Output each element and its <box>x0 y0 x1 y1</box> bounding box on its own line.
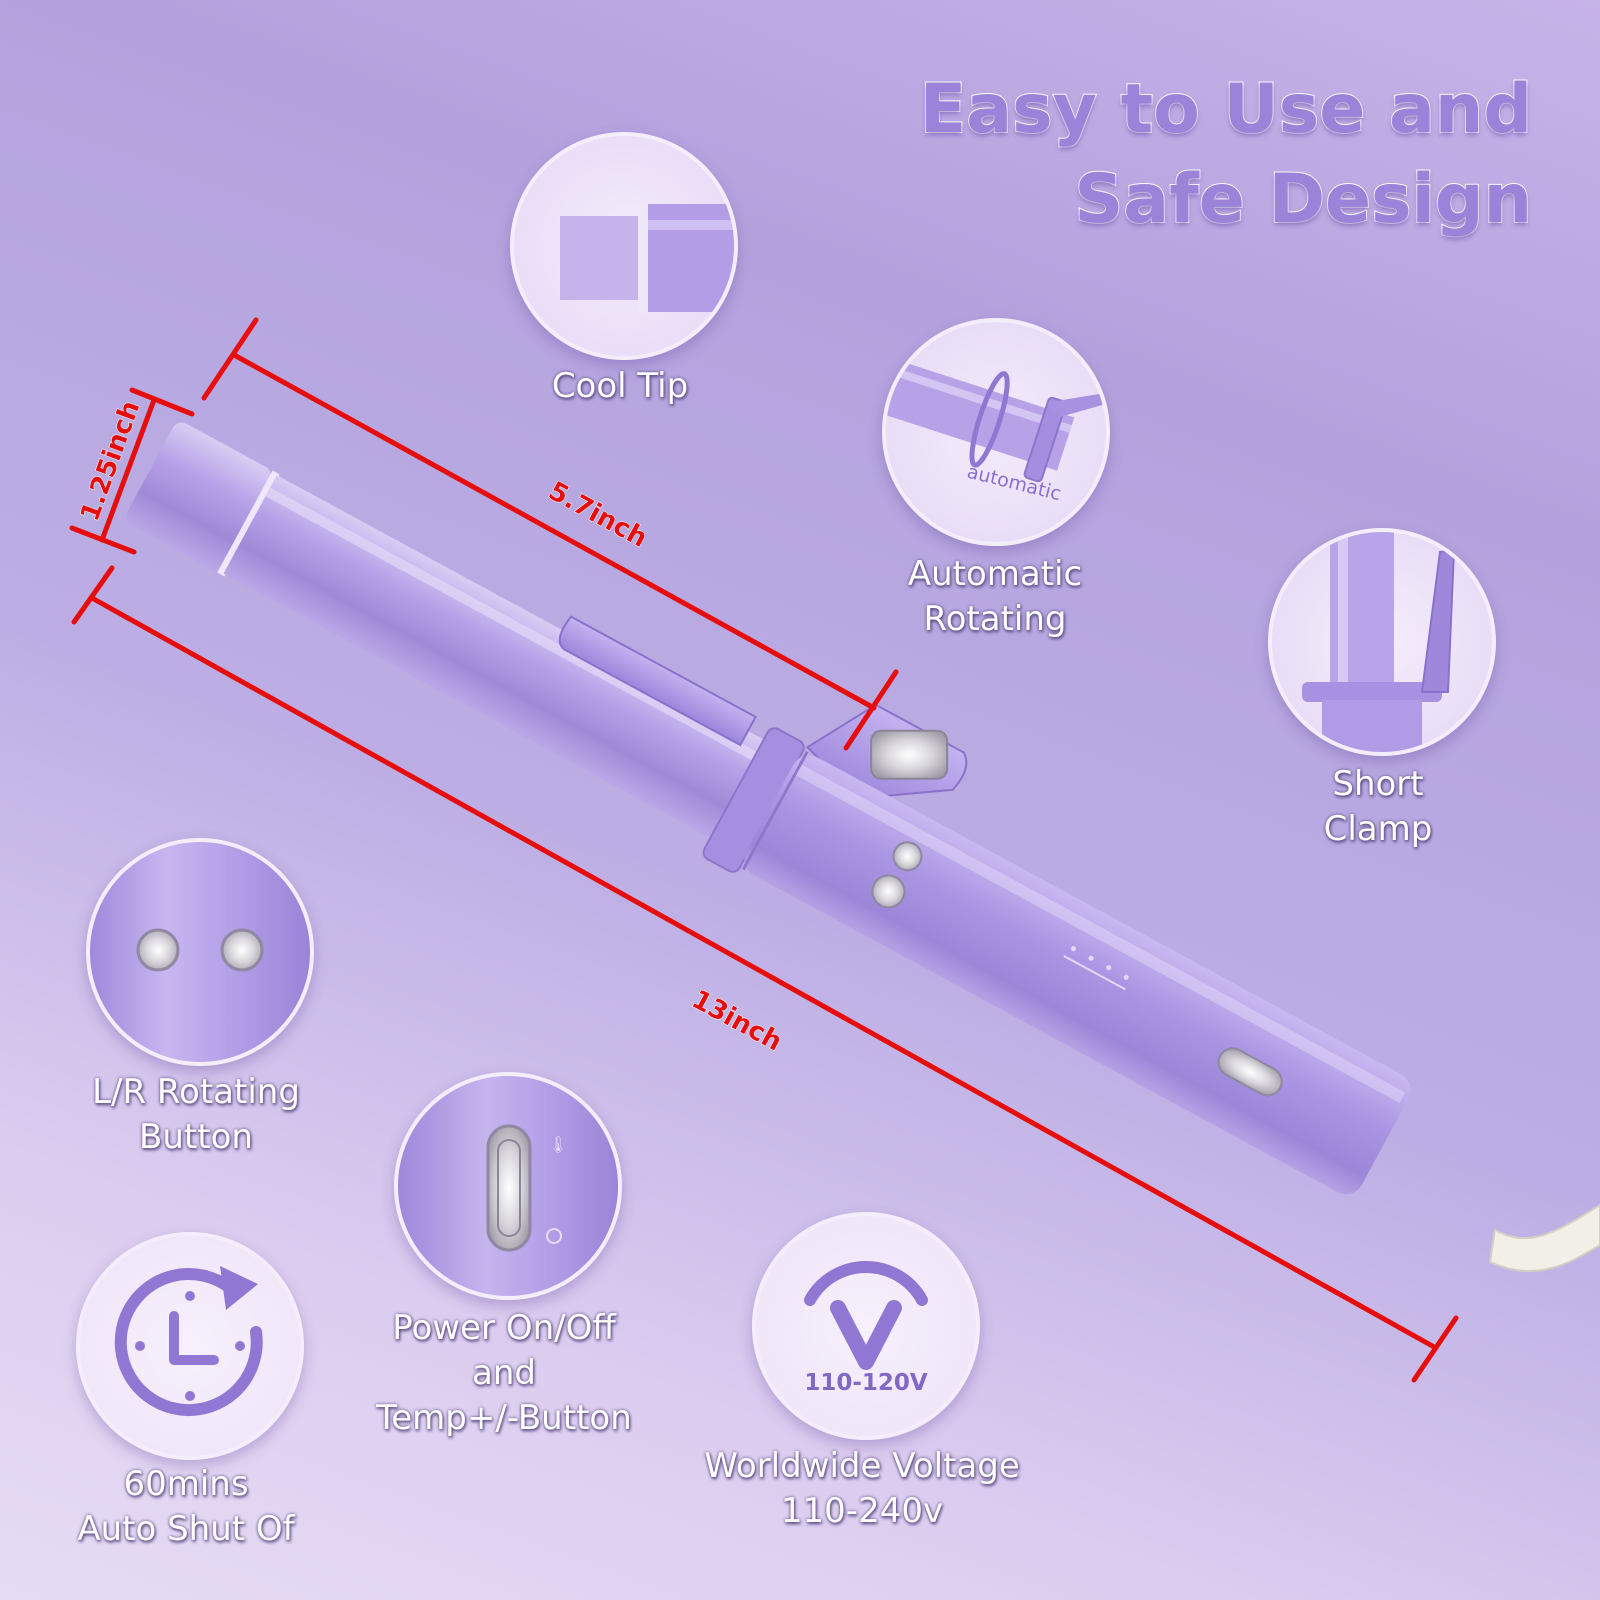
lr-button-caption: L/R Rotating Button <box>92 1072 300 1158</box>
svg-text:🌡: 🌡 <box>548 1135 568 1154</box>
barrel <box>223 475 770 841</box>
curling-iron <box>125 422 1411 1195</box>
voltage-caption: Worldwide Voltage 110-240v <box>704 1446 1020 1532</box>
power-cord <box>1488 1203 1600 1273</box>
barrel-length-line <box>233 353 877 711</box>
rotate-right-button <box>871 874 906 909</box>
lr-button-closeup <box>86 838 314 1066</box>
cool-tip-closeup <box>510 132 738 360</box>
auto-rotate-closeup: automatic <box>882 318 1110 546</box>
voltage-badge: 110-120V <box>752 1212 980 1440</box>
clamp-lever-pad <box>870 729 949 780</box>
short-clamp-caption: Short Clamp <box>1323 764 1433 850</box>
short-clamp-closeup <box>1268 528 1496 756</box>
power-button-closeup: 🌡 <box>394 1072 622 1300</box>
total-length-line <box>89 595 1439 1351</box>
headline-line-2: Safe Design <box>1073 160 1533 239</box>
voltage-v-icon <box>804 1261 928 1370</box>
diameter-line <box>99 397 157 543</box>
power-button <box>1217 1047 1283 1097</box>
rotate-left-button <box>892 841 923 872</box>
auto-off-caption: 60mins Auto Shut Of <box>77 1464 295 1550</box>
power-button-caption: Power On/Off and Temp+/-Button <box>376 1308 632 1439</box>
clamp-plate <box>558 615 757 747</box>
voltage-badge-text: 110-120V <box>804 1370 928 1396</box>
cool-tip-caption: Cool Tip <box>551 366 689 406</box>
headline-line-1: Easy to Use and <box>919 70 1533 149</box>
auto-off-badge <box>76 1232 304 1460</box>
cool-tip <box>125 422 271 570</box>
timer-clock-icon <box>114 1266 263 1417</box>
dimension-lines <box>69 317 1459 1383</box>
auto-rotate-caption: Automatic Rotating <box>907 554 1083 640</box>
